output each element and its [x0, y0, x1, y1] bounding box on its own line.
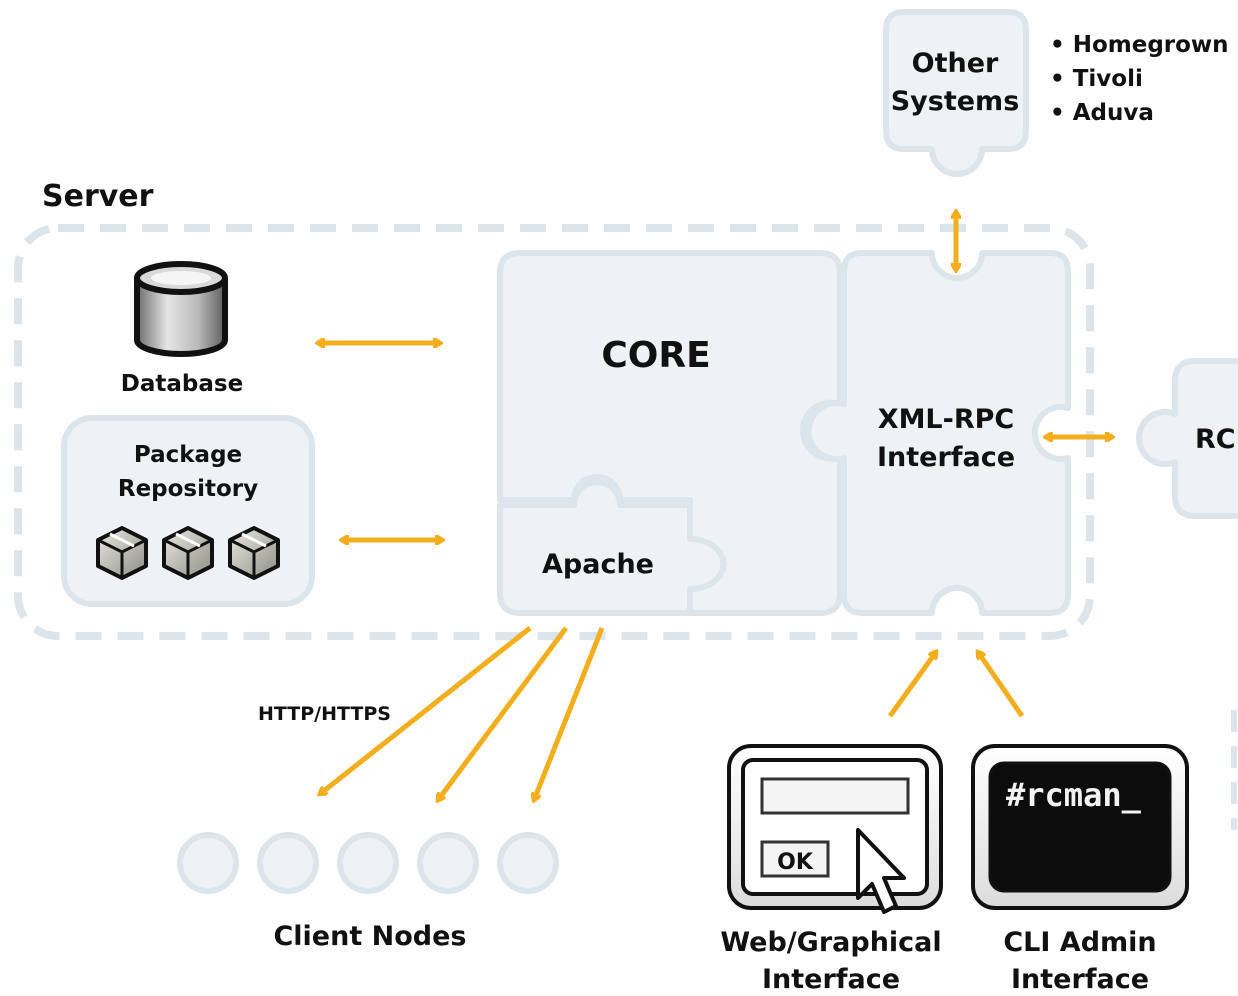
client-node: [177, 832, 239, 894]
database-label: Database: [121, 371, 243, 397]
package-icon: [96, 526, 148, 580]
server-label: Server: [42, 179, 154, 214]
http-arrow: [320, 626, 532, 794]
other-systems-puzzle-piece: [883, 9, 1029, 177]
web-interface-icon: OK: [727, 744, 943, 914]
cli-interface-label-2: Interface: [1011, 964, 1149, 995]
client-node: [497, 832, 559, 894]
cli-xmlrpc-arrow: [978, 652, 1025, 718]
core-label: CORE: [601, 335, 710, 376]
rc-puzzle-piece: [1136, 358, 1238, 519]
client-node: [257, 832, 319, 894]
other-systems-label-1: Other: [912, 48, 999, 79]
apache-puzzle-piece: [497, 479, 727, 616]
terminal-icon: #rcman_: [971, 744, 1189, 910]
protocol-label: HTTP/HTTPS: [258, 703, 391, 725]
other-systems-bullet: • Homegrown: [1050, 32, 1229, 58]
client-nodes-label: Client Nodes: [273, 921, 466, 952]
cursor-icon: [856, 828, 906, 914]
package-repository-label-2: Repository: [118, 476, 258, 502]
ok-button-label: OK: [777, 850, 814, 875]
package-repository-label-1: Package: [134, 442, 242, 468]
http-arrow: [534, 627, 605, 800]
package-icon: [228, 526, 280, 580]
terminal-text: #rcman_: [1006, 776, 1142, 814]
http-arrow: [438, 626, 569, 800]
other-systems-bullet: • Aduva: [1050, 100, 1154, 126]
ok-button: [760, 840, 830, 878]
xmlrpc-label-2: Interface: [877, 442, 1015, 473]
web-interface-label-2: Interface: [762, 964, 900, 995]
web-xmlrpc-arrow: [887, 652, 936, 718]
web-interface-label-1: Web/Graphical: [720, 927, 941, 958]
apache-label: Apache: [542, 549, 654, 580]
other-systems-label-2: Systems: [891, 86, 1020, 117]
xmlrpc-label-1: XML-RPC: [878, 404, 1015, 435]
client-node: [337, 832, 399, 894]
other-systems-bullet: • Tivoli: [1050, 66, 1143, 92]
cli-interface-label-1: CLI Admin: [1003, 927, 1156, 958]
database-icon: [134, 261, 228, 357]
client-node: [417, 832, 479, 894]
xmlrpc-puzzle-piece: [805, 250, 1071, 616]
text-field: [760, 777, 910, 815]
rc-label: RC: [1195, 424, 1236, 455]
package-icon: [162, 526, 214, 580]
